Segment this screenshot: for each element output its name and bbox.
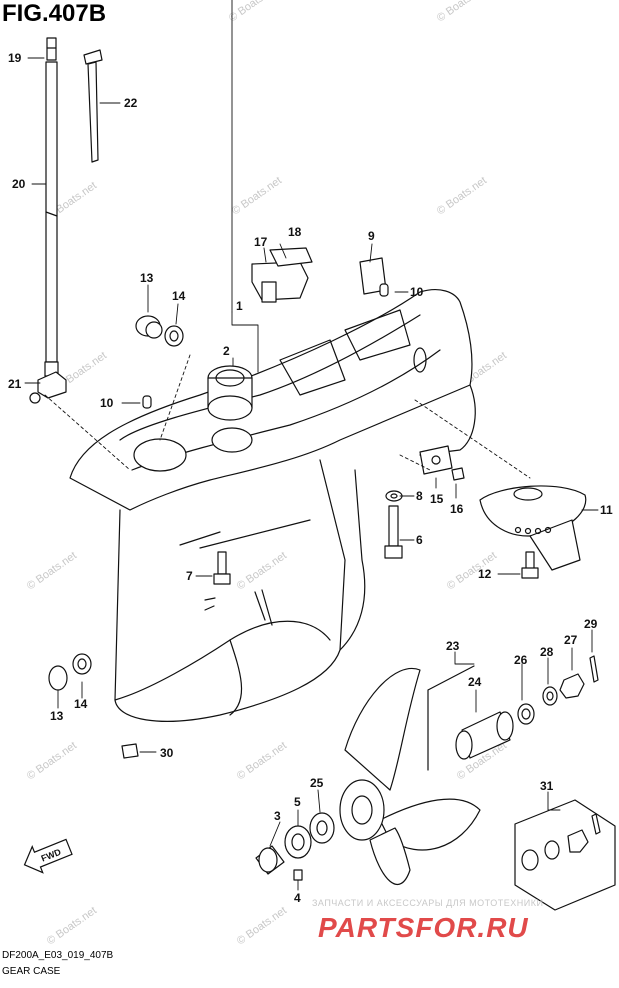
propeller-part: [339, 667, 481, 885]
callout-label: 28: [540, 645, 554, 659]
callout-label: 24: [468, 675, 482, 689]
callout-label: 8: [416, 489, 423, 503]
propeller-kit-box: [514, 799, 616, 911]
callout-label: 7: [186, 569, 193, 583]
watermark-text: © Boats.net: [235, 740, 289, 783]
dowel-pin-part: [142, 395, 152, 409]
bolt-part: [213, 551, 231, 585]
callout-label: 2: [223, 344, 230, 358]
callout-label: 21: [8, 377, 22, 391]
rod-coupler-part: [29, 371, 67, 404]
callout-label: 13: [140, 271, 154, 285]
bolt-part: [521, 551, 539, 579]
callout-label: 4: [294, 891, 301, 905]
watermark-text: © Boats.net: [227, 0, 281, 24]
grommet-strip-part: [83, 49, 103, 163]
forward-direction-badge: FWD: [23, 838, 73, 874]
promo-text: ЗАПЧАСТИ И АКСЕССУАРЫ ДЛЯ МОТОТЕХНИКИ: [312, 898, 544, 908]
callout-label: 18: [288, 225, 302, 239]
watermark-text: © Boats.net: [25, 550, 79, 593]
callout-label: 23: [446, 639, 460, 653]
callout-label: 19: [8, 51, 22, 65]
callout-label: 14: [172, 289, 186, 303]
figure-title: FIG.407B: [2, 0, 107, 27]
thrust-bushing-part: [427, 665, 514, 771]
leader-lines: [24, 0, 599, 891]
watermark-text: © Boats.net: [435, 0, 489, 24]
callout-label: 3: [274, 809, 281, 823]
drain-plug-lower-part: [48, 653, 92, 691]
bolt-washer-part: [384, 490, 403, 559]
callout-label: 25: [310, 776, 324, 790]
callout-label: 13: [50, 709, 64, 723]
callout-label: 31: [540, 779, 554, 793]
watermark-text: © Boats.net: [235, 905, 289, 948]
callout-label: 30: [160, 746, 174, 760]
callout-label: 15: [430, 492, 444, 506]
callout-label: 9: [368, 229, 375, 243]
watermark-text: © Boats.net: [25, 740, 79, 783]
watermark-text: © Boats.net: [235, 550, 289, 593]
site-logo: PARTSFOR.RU: [318, 912, 529, 943]
callout-label: 10: [100, 396, 114, 410]
screw-part: [121, 743, 139, 759]
gear-case-housing: [69, 289, 476, 722]
callout-label: 20: [12, 177, 26, 191]
callout-label: 22: [124, 96, 138, 110]
callout-label: 17: [254, 235, 268, 249]
prop-nut-set-part: [517, 655, 599, 725]
watermark-text: © Boats.net: [435, 175, 489, 218]
anode-block-part: [419, 445, 465, 481]
callout-label: 12: [478, 567, 492, 581]
watermark-text: © Boats.net: [45, 905, 99, 948]
callout-label: 10: [410, 285, 424, 299]
trim-tab-part: [479, 485, 587, 571]
callout-label: 16: [450, 502, 464, 516]
shift-rod-part: [44, 37, 59, 377]
callout-label: 26: [514, 653, 528, 667]
diagram-code: DF200A_E03_019_407B: [2, 950, 114, 961]
water-seal-part: [251, 247, 313, 303]
callout-label: 5: [294, 795, 301, 809]
callout-label: 11: [600, 503, 613, 517]
callout-label: 27: [564, 633, 578, 647]
diagram-caption: GEAR CASE: [2, 966, 61, 977]
callout-label: 14: [74, 697, 88, 711]
callout-label: 1: [236, 299, 243, 313]
callout-labels: 19 22 20 18 17 9 13 14 1 10 2 21 10 8 15…: [8, 51, 613, 905]
watermark-text: © Boats.net: [230, 175, 284, 218]
propeller-shaft-parts: [255, 812, 335, 881]
callout-label: 29: [584, 617, 598, 631]
dowel-pin-part: [379, 283, 389, 297]
callout-label: 6: [416, 533, 423, 547]
drain-plug-upper-part: [135, 315, 184, 347]
